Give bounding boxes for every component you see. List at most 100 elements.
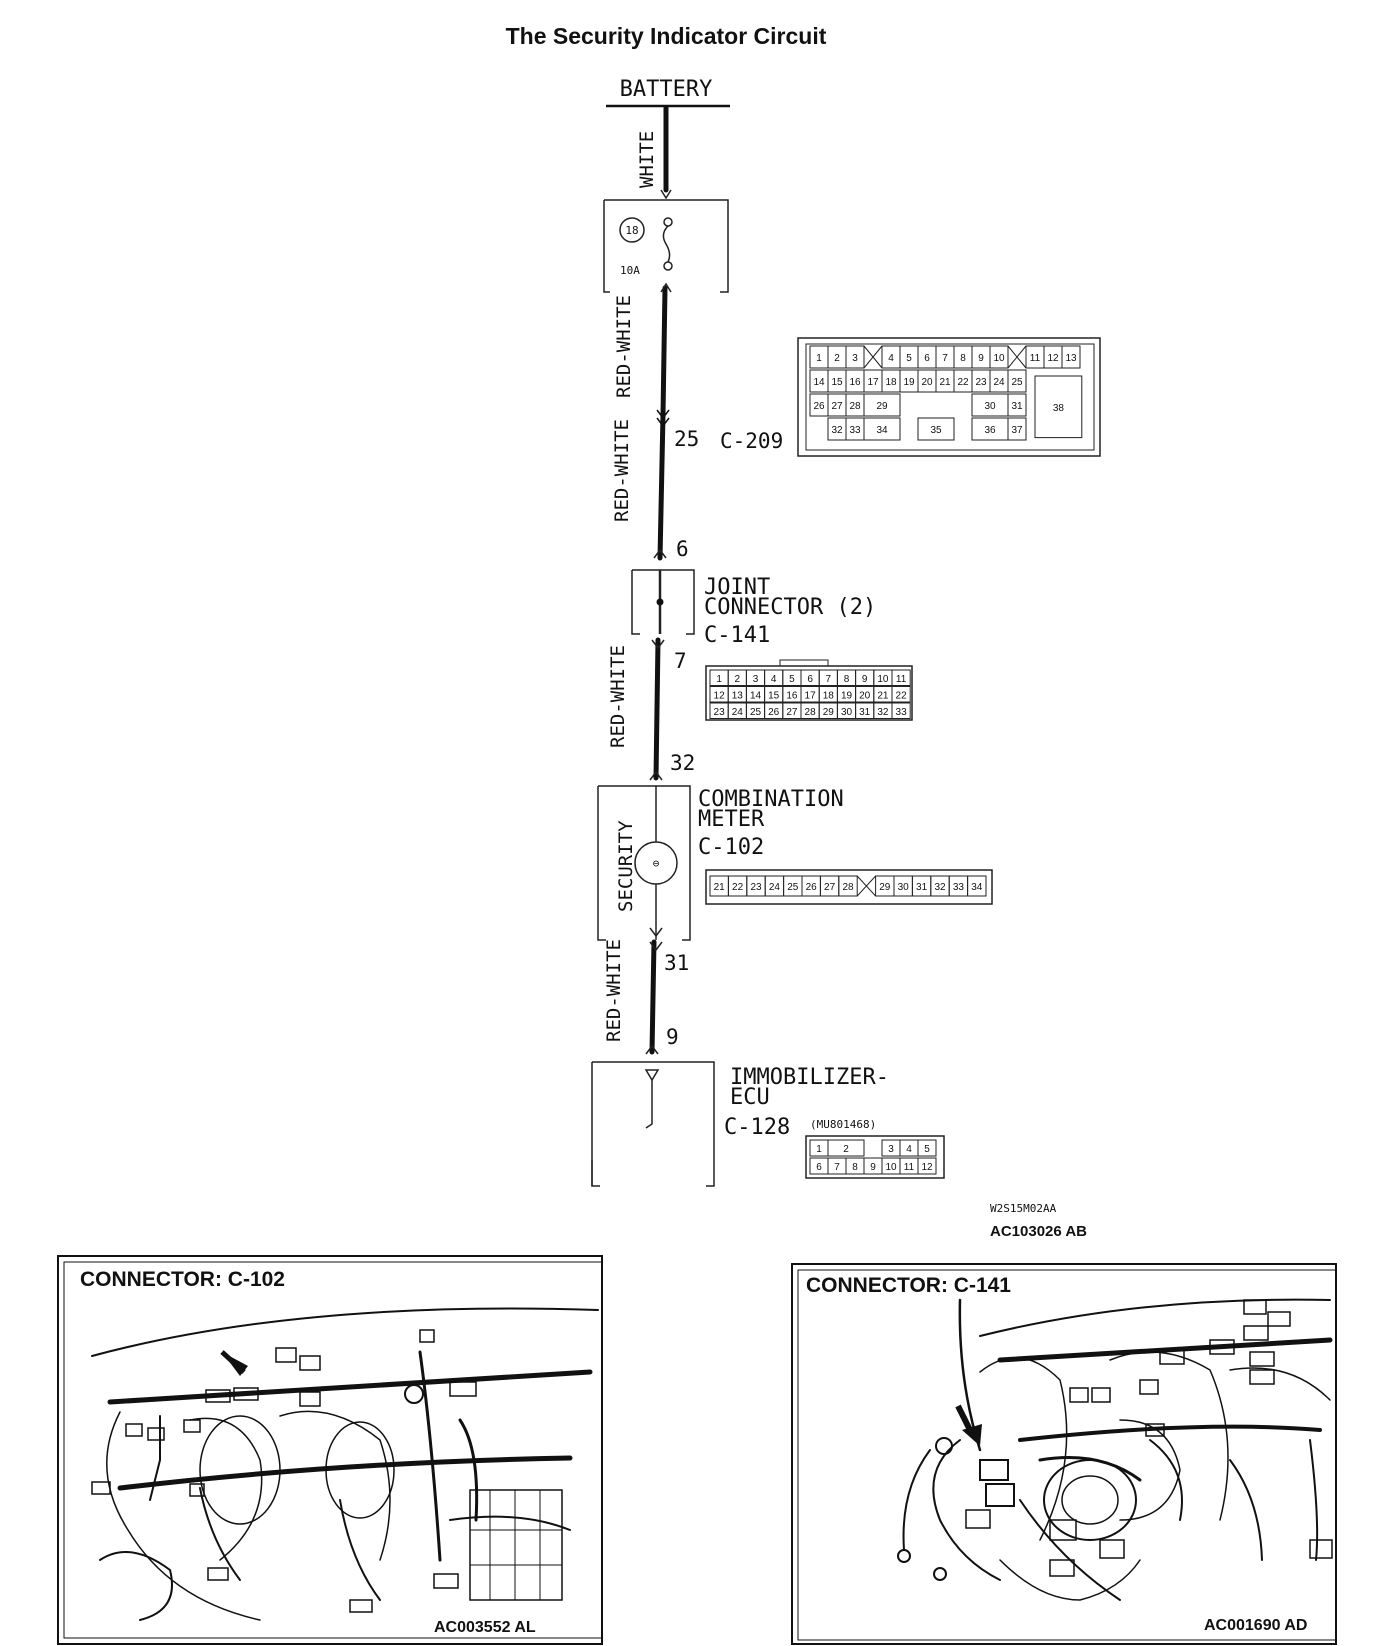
figure-code-1: W2S15M02AA xyxy=(990,1202,1057,1215)
c209-pin-label: 30 xyxy=(984,401,996,412)
fuse-block xyxy=(603,189,729,293)
c141-cell xyxy=(891,686,911,703)
c102-pin-label: 25 xyxy=(787,882,799,893)
c209-pin-label: 4 xyxy=(888,353,894,364)
meter-code: C-102 xyxy=(698,835,764,860)
c209-pin-label: 11 xyxy=(1030,353,1041,364)
c141-pin-label: 27 xyxy=(786,707,798,718)
immo-label-1: IMMOBILIZER- xyxy=(730,1065,889,1090)
immo-code: C-128 xyxy=(724,1115,790,1140)
panel-c102-code: AC003552 AL xyxy=(434,1619,536,1636)
figure-code-2: AC103026 AB xyxy=(990,1223,1087,1240)
c141-pin-label: 33 xyxy=(896,707,908,718)
c209-pin-label: 16 xyxy=(849,377,861,388)
pointer-arrow-right xyxy=(962,1424,982,1446)
c209-pin-label: 21 xyxy=(939,377,951,388)
c209-pin-label: 13 xyxy=(1065,353,1077,364)
c141-pin-label: 31 xyxy=(859,707,871,718)
c141-pin-label: 4 xyxy=(771,674,777,685)
c209-cell xyxy=(1007,417,1027,441)
c128-pin-label: 1 xyxy=(816,1144,822,1155)
c209-pin-label: 14 xyxy=(813,377,825,388)
c141-pin-label: 1 xyxy=(716,674,722,685)
c102-pin-label: 31 xyxy=(916,882,928,893)
c128-pin-label: 7 xyxy=(834,1162,840,1173)
wire-color-red-white-2: RED-WHITE xyxy=(613,295,635,398)
c141-pin-label: 5 xyxy=(789,674,795,685)
c209-pin-label: 25 xyxy=(1011,377,1023,388)
c141-pin-label: 26 xyxy=(768,707,780,718)
c209-pin: 25 xyxy=(674,427,699,451)
c102-cell xyxy=(838,875,858,897)
dashboard-illustration-right xyxy=(897,1298,1333,1601)
c128-pin-label: 6 xyxy=(816,1162,822,1173)
c209-pin-label: 20 xyxy=(921,377,933,388)
c209-pin-label: 33 xyxy=(849,425,861,436)
c209-cell xyxy=(845,345,865,369)
meter-pin-out: 31 xyxy=(664,951,689,975)
c209-cell xyxy=(863,417,901,441)
c209-pin-label: 31 xyxy=(1011,401,1023,412)
c209-cell xyxy=(1007,393,1027,417)
c209-pin-label: 2 xyxy=(834,353,840,364)
c209-pin-label: 7 xyxy=(942,353,948,364)
c209-pin-label: 5 xyxy=(906,353,912,364)
c141-pin-label: 30 xyxy=(841,707,853,718)
meter-indicator-label: SECURITY xyxy=(615,820,637,912)
c209-pin-label: 9 xyxy=(978,353,984,364)
panel-c102: CONNECTOR: C-102 xyxy=(57,1255,603,1645)
c102-pin-label: 22 xyxy=(732,882,744,893)
c128-cell xyxy=(917,1157,937,1175)
combination-meter xyxy=(597,770,691,952)
main-wire xyxy=(649,105,669,1055)
c209-cell xyxy=(917,417,955,441)
c209-pin-label: 32 xyxy=(831,425,843,436)
c209-code: C-209 xyxy=(720,429,783,453)
c209-blank-cell xyxy=(1007,345,1027,369)
c102-pin-label: 23 xyxy=(750,882,762,893)
panel-c141-title: CONNECTOR: C-141 xyxy=(806,1274,1011,1297)
c141-pin-label: 7 xyxy=(826,674,832,685)
c128-pin-label: 2 xyxy=(843,1144,849,1155)
diagram-title: The Security Indicator Circuit xyxy=(506,23,827,49)
c209-pin-label: 35 xyxy=(930,425,942,436)
c209-pin-label: 23 xyxy=(975,377,987,388)
c141-pin-label: 29 xyxy=(823,707,835,718)
c209-pin-label: 29 xyxy=(876,401,888,412)
wire-color-red-white-4: RED-WHITE xyxy=(607,645,629,748)
c141-pin-label: 16 xyxy=(786,690,798,701)
c141-cell xyxy=(891,702,911,719)
joint-code: C-141 xyxy=(704,623,770,648)
c102-pin-label: 21 xyxy=(714,882,726,893)
immo-pin: 9 xyxy=(666,1025,679,1049)
c128-cell xyxy=(827,1139,865,1157)
c128-cell xyxy=(917,1139,937,1157)
c141-pin-label: 21 xyxy=(877,690,889,701)
c209-pin-label: 18 xyxy=(885,377,897,388)
c209-pin-label: 37 xyxy=(1011,425,1023,436)
c102-pin-label: 29 xyxy=(879,882,891,893)
wire-color-red-white-3: RED-WHITE xyxy=(611,419,633,522)
panel-c102-title: CONNECTOR: C-102 xyxy=(80,1268,285,1291)
c141-pin-label: 15 xyxy=(768,690,780,701)
fuse-rating: 10A xyxy=(620,264,640,277)
c209-pin-label: 6 xyxy=(924,353,930,364)
dashboard-illustration-left xyxy=(91,1307,599,1621)
c209-large-cell xyxy=(1034,375,1083,439)
c209-large-pin-label: 38 xyxy=(1053,403,1065,414)
immo-part-number: (MU801468) xyxy=(810,1118,876,1131)
c141-pin-label: 32 xyxy=(877,707,889,718)
c141-pin-label: 23 xyxy=(714,707,726,718)
joint-label-1: JOINT xyxy=(704,575,770,600)
c209-marker xyxy=(656,409,670,420)
c209-pin-label: 12 xyxy=(1047,353,1059,364)
c209-cell xyxy=(1061,345,1081,369)
c102-pin-label: 24 xyxy=(769,882,781,893)
c209-pin-label: 17 xyxy=(867,377,879,388)
c141-pin-label: 8 xyxy=(844,674,850,685)
c209-pin-label: 22 xyxy=(957,377,969,388)
